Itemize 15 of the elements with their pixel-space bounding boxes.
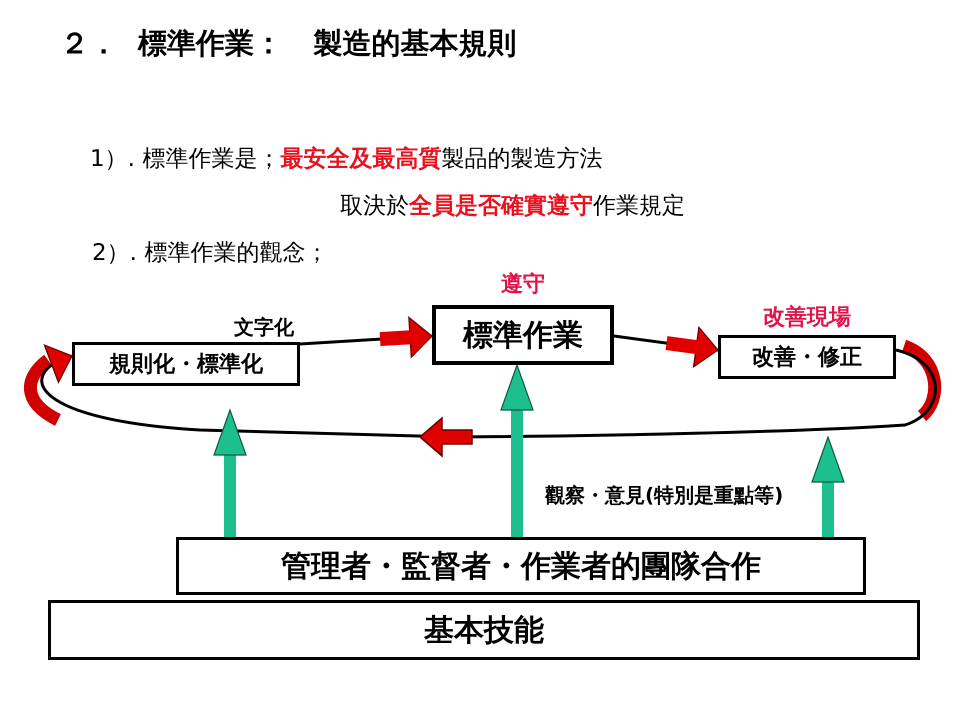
arrow (300, 316, 433, 358)
text-line: 1）. 標準作業是；最安全及最高質製品的製造方法 (90, 145, 602, 174)
text-line: 2）. 標準作業的觀念； (92, 239, 328, 268)
node-label: 遵守 (500, 270, 546, 299)
arrow (811, 435, 845, 537)
process-box: 基本技能 (48, 600, 920, 660)
text-line: 取決於全員是否確實遵守作業規定 (340, 192, 685, 221)
node-label: 改善現場 (762, 304, 852, 332)
title: ２． 標準作業： 製造的基本規則 (60, 25, 516, 62)
arrow (500, 363, 534, 537)
process-box: 管理者・監督者・作業者的團隊合作 (176, 537, 866, 595)
process-box: 規則化・標準化 (72, 342, 300, 386)
arrow (213, 408, 247, 537)
annotation: 觀察・意見(特別是重點等) (545, 482, 784, 509)
arrow (24, 340, 942, 458)
